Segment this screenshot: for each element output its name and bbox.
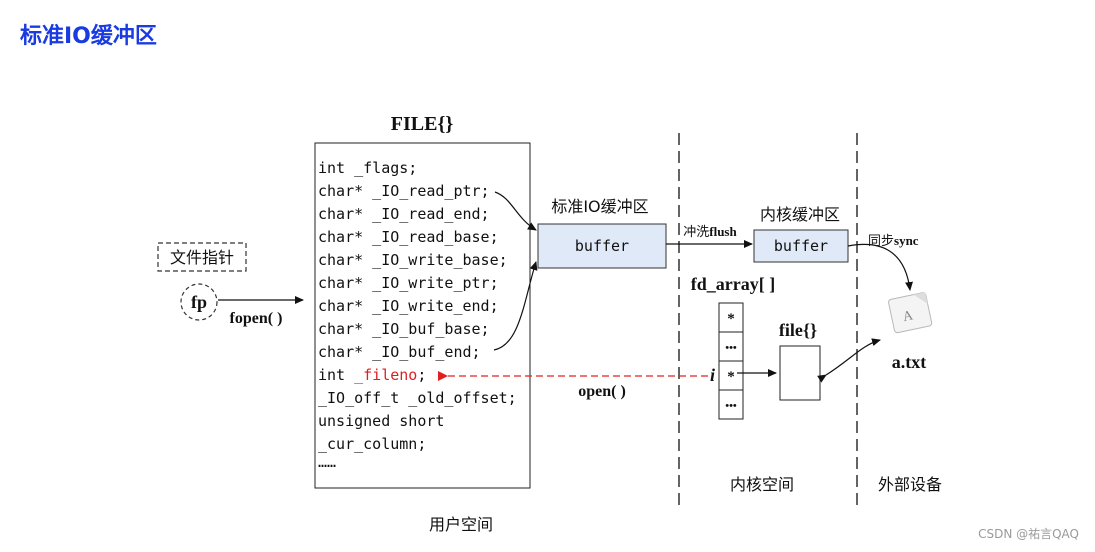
fd-array-title: fd_array[ ] — [691, 274, 775, 294]
struct-field: char* _IO_read_ptr; — [318, 182, 490, 200]
document-icon: A — [888, 292, 933, 334]
fd-cell — [718, 360, 744, 391]
fd-array: * ••• * ••• — [718, 302, 744, 420]
svg-text:A: A — [901, 308, 915, 325]
struct-field: int _flags; — [318, 159, 417, 177]
region-user-label: 用户空间 — [429, 515, 493, 534]
file-struct-fields: int _flags; char* _IO_read_ptr; char* _I… — [318, 159, 517, 471]
struct-field: char* _IO_write_ptr; — [318, 274, 499, 292]
open-label: open( ) — [578, 383, 626, 400]
flush-cn: 冲洗 — [683, 225, 709, 240]
sync-label: 同步sync — [868, 233, 919, 249]
file-struct-box — [314, 142, 531, 489]
fd-cell — [718, 389, 744, 420]
flush-label: 冲洗flush — [683, 224, 737, 240]
fileno-type: int — [318, 366, 354, 384]
struct-field: char* _IO_buf_base; — [318, 320, 490, 338]
page-title: 标准IO缓冲区 — [20, 24, 157, 49]
region-kernel-label: 内核空间 — [730, 475, 794, 494]
struct-field: _cur_column; — [318, 435, 426, 453]
struct-field-fileno: int _fileno; — [318, 366, 426, 384]
sync-en: sync — [894, 233, 919, 248]
kernel-buffer-label: buffer — [774, 237, 828, 255]
std-buffer-title: 标准IO缓冲区 — [551, 197, 648, 216]
struct-field: unsigned short — [318, 412, 444, 430]
fd-cell-content: ••• — [725, 400, 737, 412]
fileno-name: _fileno — [354, 366, 417, 384]
region-external-label: 外部设备 — [878, 475, 942, 494]
std-buffer-label: buffer — [575, 237, 629, 255]
struct-field: _IO_off_t _old_offset; — [318, 389, 517, 407]
buf-pointer-arrow-top — [494, 191, 537, 231]
struct-field: char* _IO_write_base; — [318, 251, 508, 269]
fp-circle — [180, 283, 218, 321]
buf-pointer-arrow-bottom — [493, 261, 538, 351]
fd-cell-content: ••• — [725, 342, 737, 354]
struct-field: char* _IO_buf_end; — [318, 343, 481, 361]
fileno-semicolon: ; — [417, 366, 426, 384]
watermark: CSDN @祐言QAQ — [978, 527, 1079, 541]
struct-field: …… — [318, 453, 336, 471]
std-buffer-box — [537, 223, 667, 269]
fd-cell — [718, 331, 744, 362]
struct-field: char* _IO_write_end; — [318, 297, 499, 315]
flush-en: flush — [709, 224, 737, 239]
file-device-arrow — [817, 338, 881, 383]
file-pointer-label: 文件指针 — [170, 248, 234, 267]
fd-cell-content: * — [727, 369, 735, 385]
struct-field: char* _IO_read_base; — [318, 228, 499, 246]
fopen-label: fopen( ) — [230, 310, 283, 327]
file-obj-box — [779, 345, 821, 401]
file-pointer-label-box — [157, 242, 247, 272]
file-struct-title: FILE{} — [391, 113, 454, 135]
device-file-name: a.txt — [892, 352, 927, 372]
file-obj-title: file{} — [779, 320, 817, 340]
struct-field: char* _IO_read_end; — [318, 205, 490, 223]
kernel-buffer-title: 内核缓冲区 — [760, 205, 840, 224]
fp-var: fp — [191, 292, 207, 312]
fd-index-label: i — [710, 365, 715, 385]
fd-cell-content: * — [727, 311, 735, 327]
fd-cell — [718, 302, 744, 333]
